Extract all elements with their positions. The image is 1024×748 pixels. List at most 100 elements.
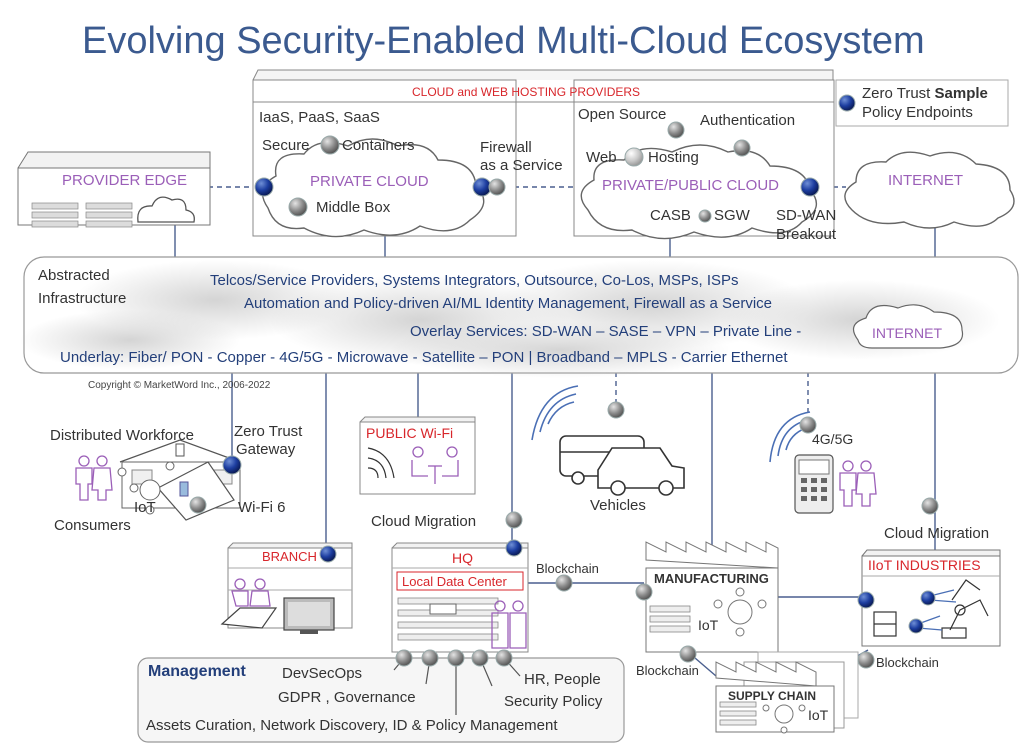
middle-box-label: Middle Box [316,199,391,216]
endpoint-dot-containers [320,135,340,155]
vehicles-icon [559,435,685,496]
hq-label: HQ [452,550,473,566]
endpoint-dot-blockchain-2 [679,645,697,663]
public-wifi-building [359,416,476,495]
blockchain-label-1: Blockchain [536,561,599,576]
provider-edge-box [17,151,211,228]
legend-line-1: Zero Trust Sample [862,86,988,101]
iot-manufacturing-label: IoT [698,617,719,633]
devsecops-label: DevSecOps [282,665,363,682]
internet-cloud-shape [844,151,1015,229]
distributed-workforce-label: Distributed Workforce [50,427,194,444]
endpoint-dot-mgmt-4 [471,649,489,667]
manufacturing-building [645,541,779,653]
authentication-label: Authentication [700,112,796,129]
endpoint-dot-blockchain-3 [857,651,875,669]
endpoint-dot-phone [799,416,817,434]
legend-box [835,79,1009,127]
endpoint-dot-manufacturing [635,583,653,601]
endpoint-dot-vehicles [607,401,625,419]
endpoint-dot-open-source [667,121,685,139]
iot-home-label: IoT [134,499,156,516]
endpoint-dot-casb [698,209,712,223]
infrastructure-band [20,256,1019,378]
branch-label: BRANCH [262,549,317,564]
security-policy-label: Security Policy [504,693,603,710]
firewall-label: Firewall [480,139,532,156]
internet-top-label: INTERNET [888,172,963,189]
blockchain-label-2: Blockchain [636,663,699,678]
endpoint-dot-public-cloud-right [800,177,820,197]
endpoint-dot-web-hosting [624,147,644,167]
cloud-hosting-header: CLOUD and WEB HOSTING PROVIDERS [412,85,641,99]
local-data-center-label: Local Data Center [402,574,507,589]
endpoint-dot-cloud-migration-right [921,497,939,515]
people-icon-mobile [839,460,877,507]
mobile-phone-icon [794,454,834,514]
endpoint-dot-zero-trust-gateway [222,455,242,475]
endpoint-dot-mgmt-5 [495,649,513,667]
gdpr-label: GDPR , Governance [278,689,416,706]
hq-building [391,542,529,653]
supply-chain-buildings [715,651,859,734]
wifi6-label: Wi-Fi 6 [238,499,286,516]
endpoint-dot-authentication [733,139,751,157]
public-cloud-label: PRIVATE/PUBLIC CLOUD [602,177,779,194]
infra-line-3: Overlay Services: SD-WAN – SASE – VPN – … [410,323,802,340]
as-a-service-label: as a Service [480,157,563,174]
infra-line-2: Automation and Policy-driven AI/ML Ident… [244,295,773,312]
casb-label: CASB [650,207,691,224]
infra-line-4: Underlay: Fiber/ PON - Copper - 4G/5G - … [60,349,788,366]
management-title: Management [148,663,246,680]
zero-trust-label: Zero Trust [234,423,303,440]
endpoint-dot-provider-edge [254,177,274,197]
home-office [117,439,241,521]
cloud-migration-left: Cloud Migration [371,513,477,530]
endpoint-dot-iiot-1 [857,591,875,609]
public-cloud-shape [580,144,818,240]
people-icon-consumers [75,455,113,501]
4g5g-label: 4G/5G [812,431,854,447]
vehicles-label: Vehicles [590,497,646,514]
infra-line-1: Telcos/Service Providers, Systems Integr… [210,272,739,289]
internet-band-label: INTERNET [872,325,942,341]
endpoint-dot-cloud-migration-left [505,511,523,529]
open-source-label: Open Source [578,106,667,123]
legend-zero-trust: Zero Trust [862,85,931,102]
infrastructure-label: Infrastructure [38,290,127,307]
endpoint-dots [189,94,939,669]
endpoint-dot-iiot-3 [908,618,924,634]
iaas-label: IaaS, PaaS, SaaS [259,109,380,126]
provider-edge-label: PROVIDER EDGE [62,172,188,189]
endpoint-dot-blockchain-1 [555,574,573,592]
endpoint-dot-mgmt-3 [447,649,465,667]
assets-curation-label: Assets Curation, Network Discovery, ID &… [146,717,558,734]
private-cloud-shape [261,138,485,238]
iiot-industries-label: IIoT INDUSTRIES [868,557,981,573]
secure-label: Secure [262,137,310,154]
sdwan-label: SD-WAN [776,207,837,224]
legend-line-2: Policy Endpoints [862,104,973,121]
endpoint-dot-wifi6 [189,496,207,514]
iot-supply-label: IoT [808,707,829,723]
manufacturing-label: MANUFACTURING [654,571,769,586]
endpoint-dot-mgmt-2 [421,649,439,667]
endpoint-dot-mgmt-1 [395,649,413,667]
endpoint-dot-private-cloud-right [472,177,492,197]
private-cloud-label: PRIVATE CLOUD [310,173,429,190]
cloud-migration-right: Cloud Migration [884,525,990,542]
page-title: Evolving Security-Enabled Multi-Cloud Ec… [82,20,925,62]
endpoint-dot-middle-box [288,197,308,217]
public-wifi-label: PUBLIC Wi-Fi [366,425,454,441]
legend-sample: Sample [934,85,988,102]
copyright-text: Copyright © MarketWord Inc., 2006-2022 [88,380,271,391]
abstracted-label: Abstracted [38,267,110,284]
sgw-label: SGW [714,207,750,224]
containers-label: Containers [342,137,415,154]
blockchain-label-3: Blockchain [876,655,939,670]
wireless-waves-vehicles [531,385,579,441]
endpoint-dot-legend [838,94,856,112]
web-label: Web [586,149,617,166]
supply-chain-label: SUPPLY CHAIN [728,689,817,703]
